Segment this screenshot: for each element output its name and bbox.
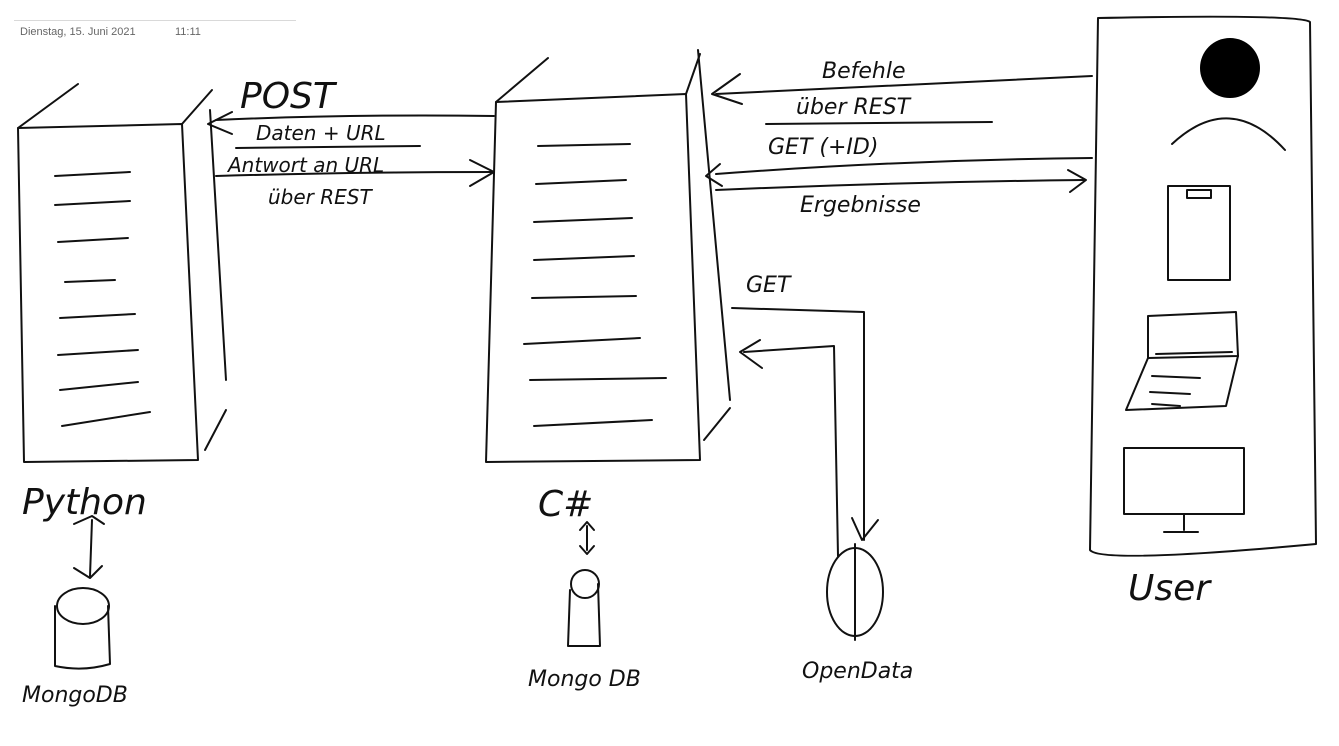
csharp-server-icon (485, 49, 731, 463)
edge-ueber-rest-left-label: über REST (268, 185, 373, 209)
csharp-user-arrows (705, 73, 1093, 193)
user-label: User (1128, 568, 1212, 609)
edge-antwort-url-label: Antwort an URL (226, 153, 384, 177)
edge-post-label: POST (240, 76, 338, 117)
edge-ueber-rest-right-label: über REST (796, 95, 912, 120)
python-mongodb-label: MongoDB (22, 683, 128, 708)
csharp-mongodb-icon (567, 521, 601, 647)
user-devices-icon (1089, 15, 1317, 557)
python-server-icon (17, 83, 227, 463)
opendata-icon (826, 543, 884, 641)
edge-ergebnisse-label: Ergebnisse (800, 193, 921, 218)
edge-get-opendata-label: GET (746, 273, 792, 298)
python-label: Python (22, 482, 147, 523)
page-date: Dienstag, 15. Juni 2021 (20, 26, 136, 38)
page-time: 11:11 (175, 26, 201, 38)
edge-get-id-label: GET (+ID) (768, 135, 878, 160)
python-csharp-arrows (207, 111, 495, 187)
edge-befehle-label: Befehle (822, 59, 906, 84)
csharp-label: C# (538, 484, 593, 525)
python-mongodb-icon (54, 515, 111, 670)
title-underline (14, 20, 296, 21)
opendata-label: OpenData (802, 659, 913, 684)
csharp-mongodb-label: Mongo DB (528, 667, 641, 692)
edge-daten-url-label: Daten + URL (256, 121, 386, 145)
csharp-opendata-arrows (731, 307, 879, 557)
